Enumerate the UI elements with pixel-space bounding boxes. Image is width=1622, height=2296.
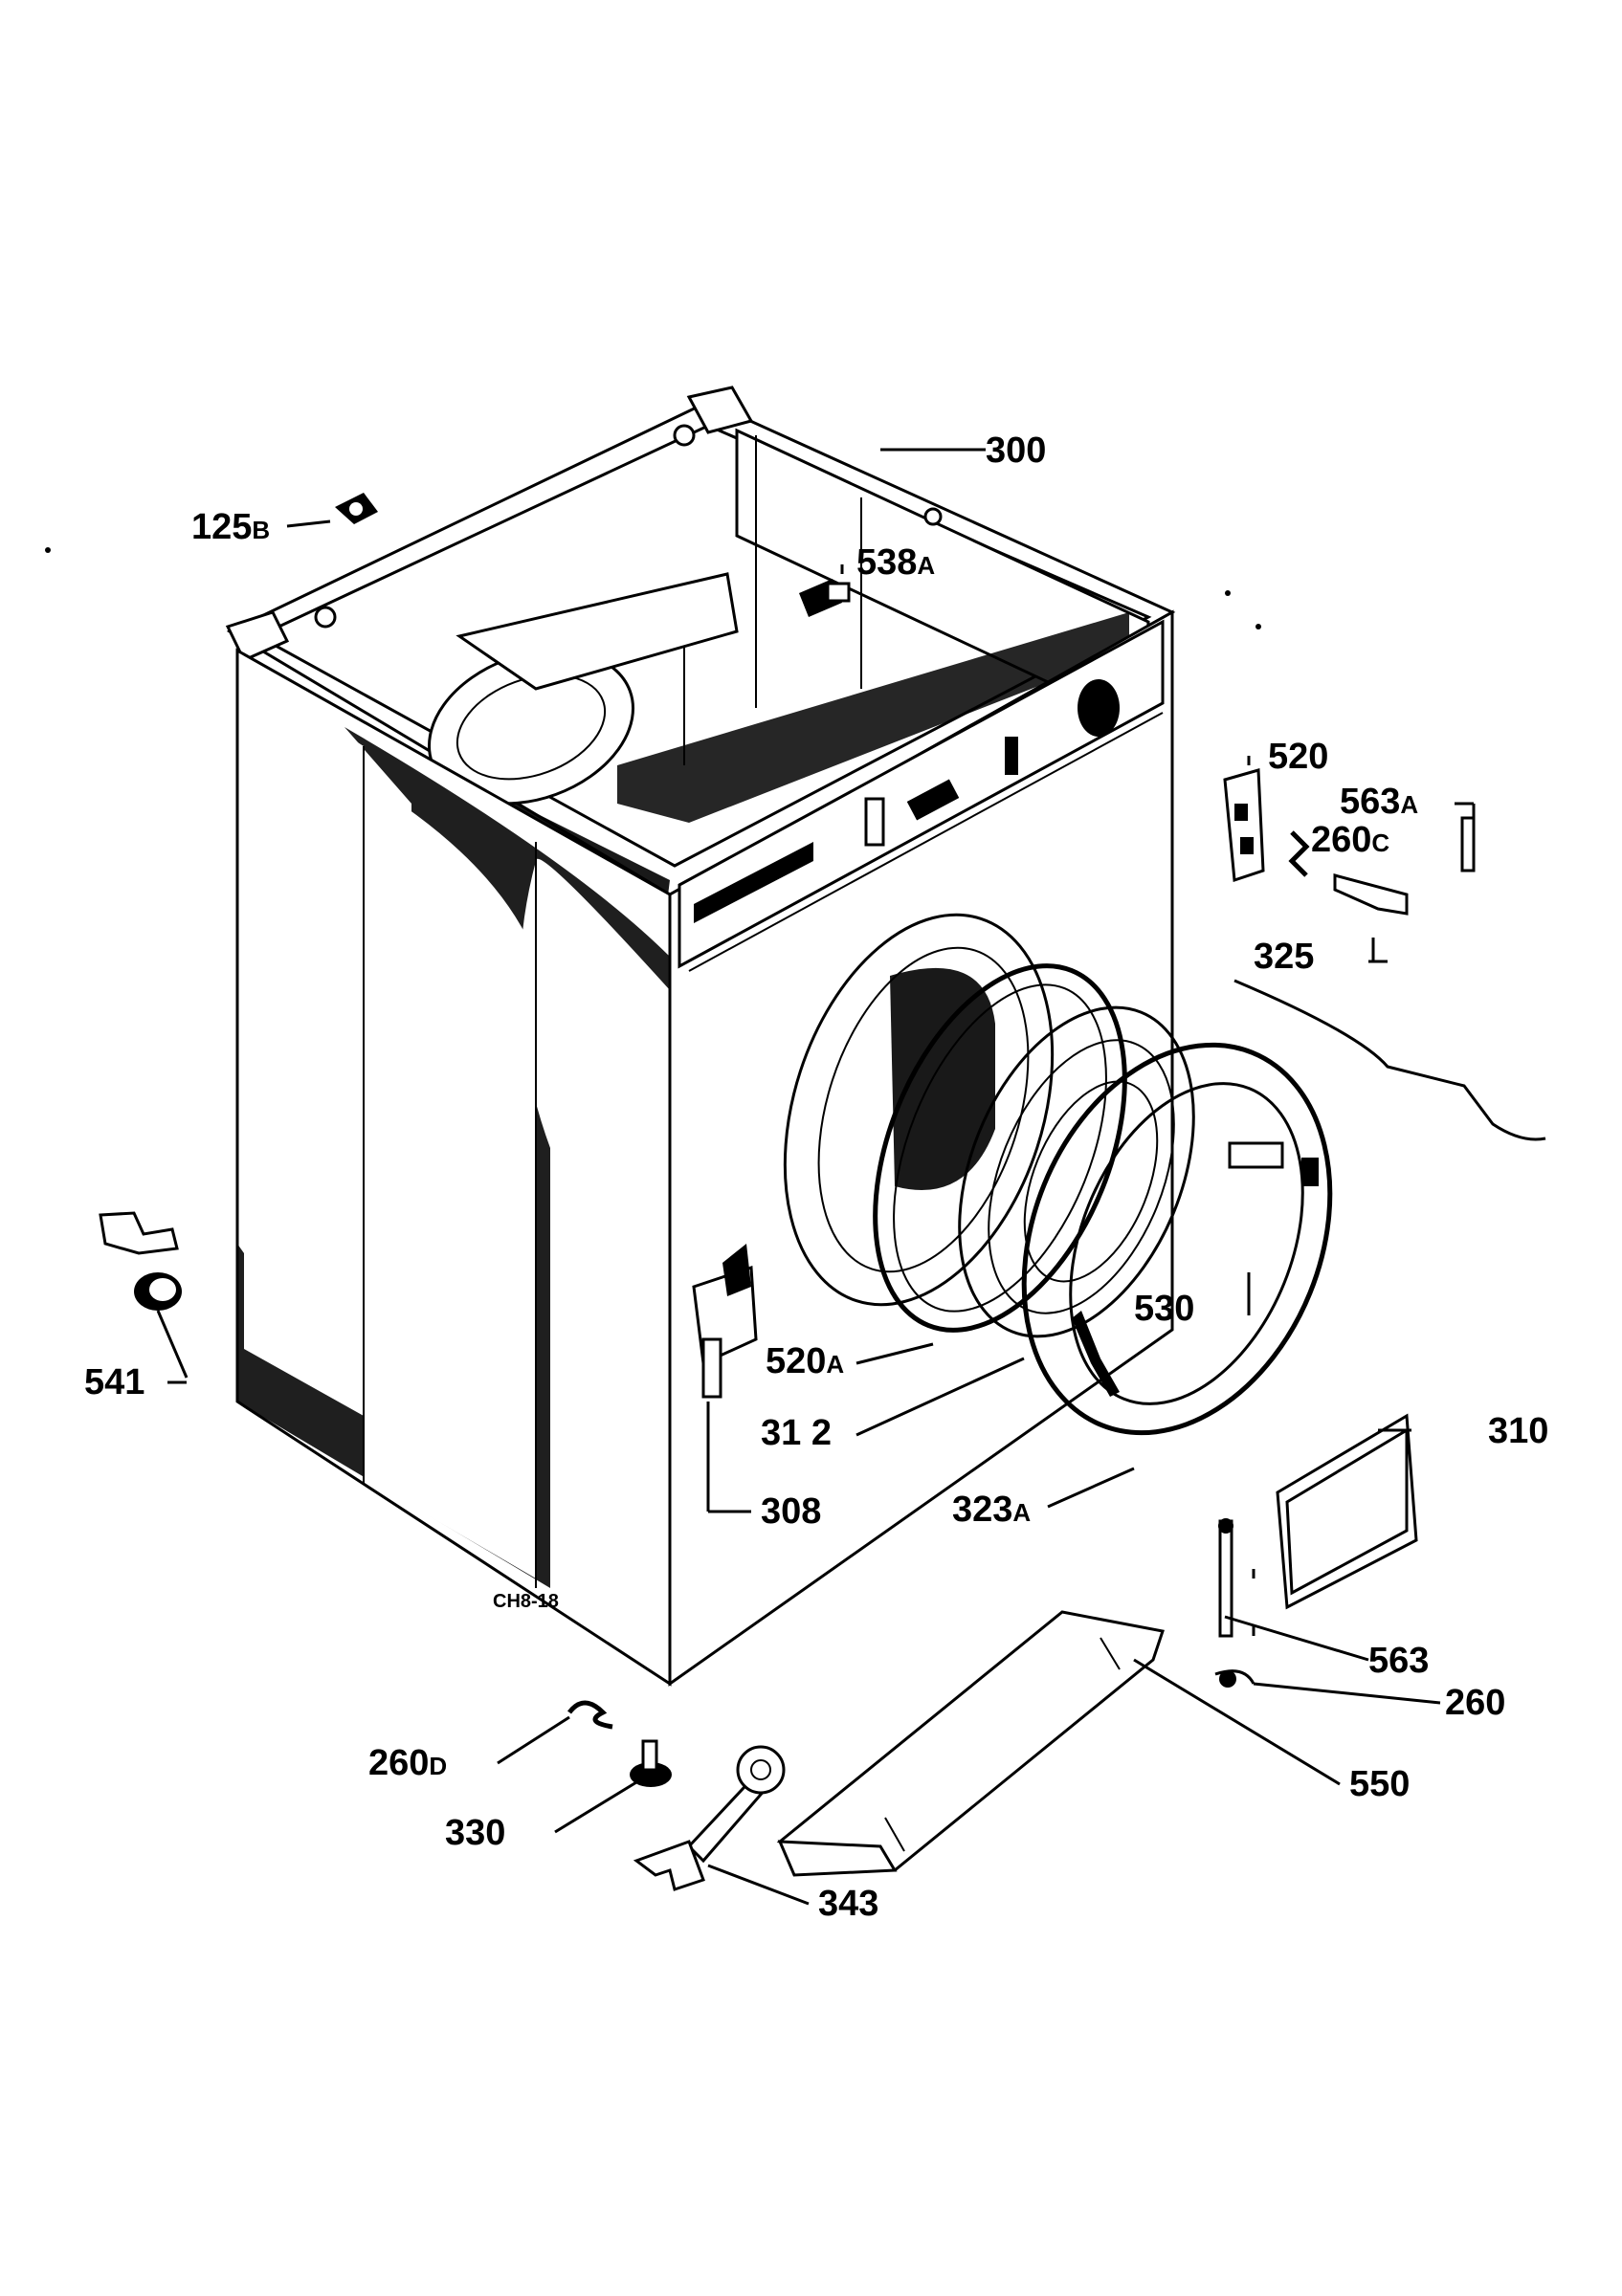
part-125b-clip bbox=[335, 493, 378, 524]
part-260-spring bbox=[1214, 1669, 1255, 1688]
label-312: 31 2 bbox=[761, 1413, 832, 1453]
part-563a-pin bbox=[1460, 816, 1476, 872]
leader-lines bbox=[156, 448, 1476, 1906]
part-343-spanner bbox=[633, 1745, 786, 1891]
label-343: 343 bbox=[818, 1884, 878, 1924]
label-260d: 260D bbox=[368, 1743, 447, 1783]
label-300: 300 bbox=[986, 430, 1046, 471]
label-323a: 323A bbox=[952, 1490, 1031, 1530]
part-541-valve bbox=[99, 1211, 182, 1311]
label-538a: 538A bbox=[856, 542, 935, 583]
label-520a: 520A bbox=[766, 1341, 844, 1381]
label-563: 563 bbox=[1368, 1641, 1429, 1681]
label-125b: 125B bbox=[191, 507, 270, 547]
door-outer-ring bbox=[1021, 1042, 1333, 1436]
part-520-hinge bbox=[1223, 768, 1265, 883]
part-310-cover bbox=[1276, 1413, 1418, 1610]
part-260d-clip bbox=[567, 1700, 613, 1730]
label-550: 550 bbox=[1349, 1764, 1410, 1804]
label-530: 530 bbox=[1134, 1289, 1194, 1329]
part-325-catch bbox=[1333, 873, 1409, 916]
label-260: 260 bbox=[1445, 1683, 1505, 1723]
label-541: 541 bbox=[84, 1362, 144, 1402]
door-interlock bbox=[692, 1244, 758, 1399]
label-563a: 563A bbox=[1340, 782, 1418, 822]
door-inner-glass bbox=[958, 1005, 1195, 1338]
part-260c-spring bbox=[1288, 830, 1310, 877]
label-308: 308 bbox=[761, 1491, 821, 1532]
cabinet: CH8-18 bbox=[225, 386, 1176, 1687]
drawing-code: CH8-18 bbox=[493, 1591, 559, 1612]
part-550-plinth bbox=[776, 1610, 1165, 1877]
label-330: 330 bbox=[445, 1813, 505, 1853]
label-310: 310 bbox=[1488, 1411, 1548, 1451]
label-260c: 260C bbox=[1311, 820, 1389, 860]
door-seal bbox=[873, 963, 1127, 1333]
label-325: 325 bbox=[1254, 937, 1314, 977]
label-520: 520 bbox=[1268, 737, 1328, 777]
part-563-pin bbox=[1218, 1518, 1233, 1638]
part-538a-bolt bbox=[799, 579, 851, 617]
part-530-cable bbox=[1233, 979, 1546, 1141]
